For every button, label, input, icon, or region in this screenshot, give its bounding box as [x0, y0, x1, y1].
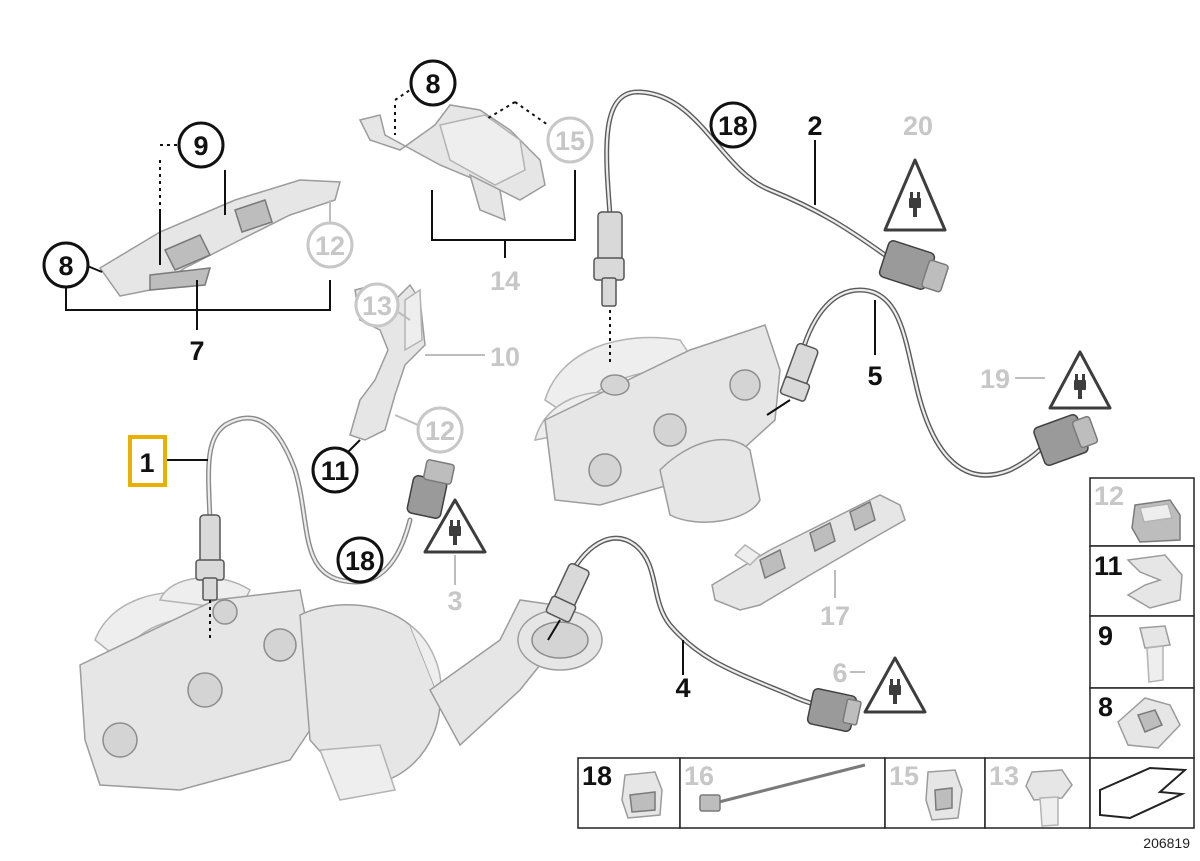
legend-label-15: 15	[889, 761, 919, 791]
legend-bottom: 18 16 15 13	[577, 757, 1195, 829]
exploded-view-arrow-icon	[1099, 766, 1188, 820]
callout-circle-9	[177, 121, 225, 169]
callout-13[interactable]: 13	[362, 291, 392, 321]
callout-circle-11	[311, 446, 359, 494]
callout-8-top[interactable]: 8	[425, 69, 440, 99]
hex-bolt-icon	[1025, 769, 1073, 801]
legend-label-9: 9	[1098, 621, 1113, 651]
callout-circle-12-top	[306, 221, 354, 269]
oxygen-sensor-2[interactable]	[593, 89, 949, 307]
callout-2[interactable]: 2	[807, 111, 822, 141]
oxygen-sensor-5[interactable]	[779, 287, 1099, 478]
callout-circle-13	[354, 282, 400, 328]
callout-6[interactable]: 6	[832, 658, 847, 688]
clamp-icon	[1126, 554, 1183, 609]
legend-label-8: 8	[1098, 692, 1113, 722]
warning-plug-icon	[883, 158, 947, 232]
callout-1[interactable]: 1	[139, 448, 154, 478]
callout-circle-15	[546, 116, 594, 164]
callout-circle-8-top	[409, 59, 457, 107]
callout-circle-12-mid	[416, 406, 464, 454]
highlight-box	[128, 435, 167, 487]
cable-tie-icon	[714, 763, 866, 805]
callout-14[interactable]: 14	[490, 266, 520, 296]
legend-label-12: 12	[1094, 481, 1124, 511]
warning-plug-icon	[1048, 350, 1112, 410]
warning-plug-icon	[423, 498, 487, 554]
callout-8-left[interactable]: 8	[58, 251, 73, 281]
callout-9[interactable]: 9	[193, 131, 208, 161]
oxygen-sensor-1[interactable]	[195, 415, 455, 601]
callout-12-top[interactable]: 12	[315, 231, 345, 261]
catalog-number: 206819	[1143, 835, 1190, 851]
heat-shield-14[interactable]	[358, 104, 546, 222]
oxygen-sensor-4[interactable]	[545, 535, 862, 733]
callout-circle-18-top	[709, 101, 757, 149]
exhaust-manifold-right[interactable]	[533, 324, 781, 523]
callout-11[interactable]: 11	[321, 456, 350, 486]
callout-4[interactable]: 4	[675, 673, 690, 703]
legend-label-13: 13	[989, 761, 1019, 791]
callout-20[interactable]: 20	[903, 111, 933, 141]
callout-circle-18-mid	[336, 536, 384, 584]
legend-label-11: 11	[1094, 551, 1123, 581]
callout-18-top[interactable]: 18	[718, 111, 748, 141]
legend-label-16: 16	[684, 761, 714, 791]
warning-plug-icon	[863, 656, 927, 714]
exhaust-manifold-left[interactable]	[79, 577, 603, 801]
callout-12-mid[interactable]: 12	[425, 416, 455, 446]
callout-5[interactable]: 5	[867, 361, 882, 391]
legend-side: 12 11 9 8	[1089, 477, 1195, 759]
callout-10[interactable]: 10	[490, 342, 520, 372]
callout-7[interactable]: 7	[189, 336, 204, 366]
heat-shield-7[interactable]	[98, 170, 341, 297]
callout-17[interactable]: 17	[820, 601, 850, 631]
callout-3[interactable]: 3	[447, 586, 462, 616]
bolt-icon	[1139, 625, 1171, 649]
callout-19[interactable]: 19	[980, 364, 1010, 394]
legend-label-18: 18	[582, 761, 612, 791]
callout-15[interactable]: 15	[555, 126, 585, 156]
heat-shield-17[interactable]	[711, 494, 906, 611]
callout-circle-8-left	[42, 241, 90, 289]
callout-18-mid[interactable]: 18	[345, 546, 375, 576]
